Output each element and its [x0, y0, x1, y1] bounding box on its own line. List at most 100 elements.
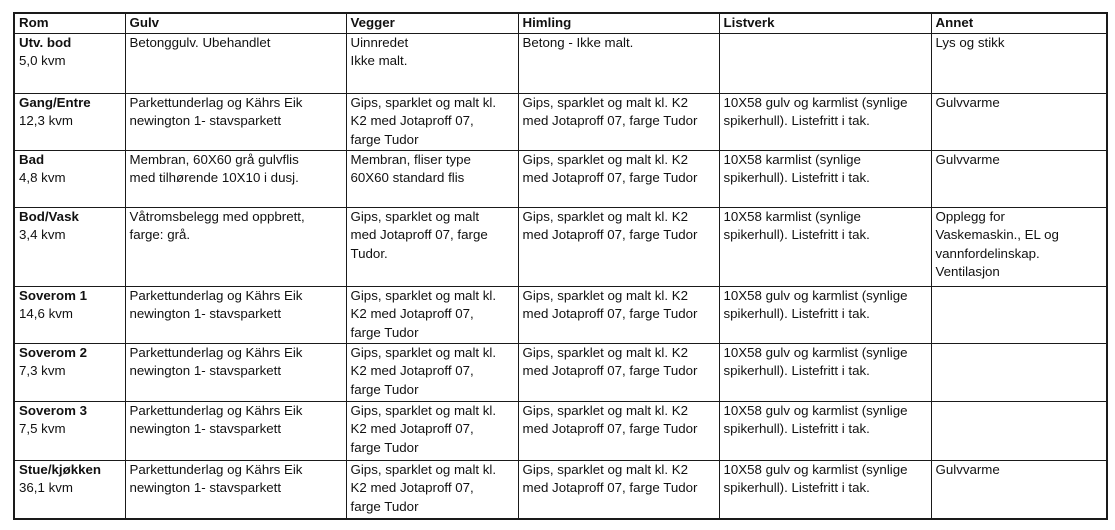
annet-cell: Opplegg for Vaskemaskin., EL og vannford… [930, 206, 1108, 287]
annet-cell [930, 400, 1108, 461]
himling-text: Gips, sparklet og malt kl. K2 med Jotapr… [522, 344, 698, 379]
annet-cell: Gulvvarme [930, 149, 1108, 208]
room-specification-table: Rom Gulv Vegger Himling Listverk Annet U… [13, 12, 1108, 520]
room-name: Soverom 2 [19, 344, 87, 360]
gulv-cell: Membran, 60X60 grå gulvflis med tilhøren… [124, 149, 347, 208]
vegger-text: Gips, sparklet og malt kl. K2 med Jotapr… [350, 94, 497, 147]
listverk-text: 10X58 gulv og karmlist (synlige spikerhu… [723, 94, 908, 129]
table-row: Bod/Vask 3,4 kvm Våtromsbelegg med oppbre… [13, 206, 1108, 287]
himling-cell: Gips, sparklet og malt kl. K2 med Jotapr… [517, 400, 720, 461]
gulv-text: Parkettunderlag og Kährs Eik newington 1… [129, 287, 303, 322]
gulv-cell: Parkettunderlag og Kährs Eik newington 1… [124, 92, 347, 151]
annet-text: Gulvvarme [935, 94, 1000, 110]
vegger-cell: Gips, sparklet og malt med Jotaproff 07,… [345, 206, 519, 287]
room-size: 7,5 kvm [19, 421, 66, 436]
gulv-text: Parkettunderlag og Kährs Eik newington 1… [129, 461, 303, 496]
listverk-text: 10X58 gulv og karmlist (synlige spikerhu… [723, 287, 908, 322]
listverk-cell: 10X58 gulv og karmlist (synlige spikerhu… [718, 459, 932, 519]
room-cell: Bod/Vask 3,4 kvm [13, 206, 126, 287]
room-cell: Gang/Entre 12,3 kvm [13, 92, 126, 151]
gulv-cell: Våtromsbelegg med oppbrett, farge: grå. [124, 206, 347, 287]
room-cell: Soverom 2 7,3 kvm [13, 342, 126, 402]
room-name: Bad [19, 151, 45, 167]
vegger-text: Gips, sparklet og malt kl. K2 med Jotapr… [350, 402, 497, 455]
header-himling: Himling [517, 12, 720, 34]
vegger-text: Gips, sparklet og malt kl. K2 med Jotapr… [350, 461, 497, 514]
himling-cell: Gips, sparklet og malt kl. K2 med Jotapr… [517, 459, 720, 519]
header-vegger: Vegger [345, 12, 519, 34]
vegger-cell: Gips, sparklet og malt kl. K2 med Jotapr… [345, 285, 519, 344]
room-name: Stue/kjøkken [19, 461, 102, 477]
gulv-text: Parkettunderlag og Kährs Eik newington 1… [129, 344, 303, 379]
gulv-cell: Parkettunderlag og Kährs Eik newington 1… [124, 400, 347, 461]
vegger-cell: Uinnredet Ikke malt. [345, 32, 519, 94]
gulv-text: Betonggulv. Ubehandlet [129, 34, 271, 50]
gulv-cell: Betonggulv. Ubehandlet [124, 32, 347, 94]
room-size: 5,0 kvm [19, 53, 66, 68]
listverk-cell: 10X58 karmlist (synlige spikerhull). Lis… [718, 206, 932, 287]
gulv-text: Membran, 60X60 grå gulvflis med tilhøren… [129, 151, 299, 186]
himling-text: Gips, sparklet og malt kl. K2 med Jotapr… [522, 151, 698, 186]
himling-text: Gips, sparklet og malt kl. K2 med Jotapr… [522, 94, 698, 129]
room-size: 7,3 kvm [19, 363, 66, 378]
vegger-text: Membran, fliser type 60X60 standard flis [350, 151, 471, 186]
header-annet: Annet [930, 12, 1108, 34]
annet-cell [930, 342, 1108, 402]
himling-text: Gips, sparklet og malt kl. K2 med Jotapr… [522, 208, 698, 243]
annet-cell: Gulvvarme [930, 92, 1108, 151]
room-name: Utv. bod [19, 34, 72, 50]
room-cell: Bad 4,8 kvm [13, 149, 126, 208]
room-size: 12,3 kvm [19, 113, 73, 128]
annet-text: Opplegg for Vaskemaskin., EL og vannford… [935, 208, 1059, 280]
vegger-cell: Gips, sparklet og malt kl. K2 med Jotapr… [345, 400, 519, 461]
room-size: 4,8 kvm [19, 170, 66, 185]
listverk-cell: 10X58 gulv og karmlist (synlige spikerhu… [718, 400, 932, 461]
gulv-text: Parkettunderlag og Kährs Eik newington 1… [129, 402, 303, 437]
gulv-cell: Parkettunderlag og Kährs Eik newington 1… [124, 459, 347, 519]
annet-text: Gulvvarme [935, 461, 1000, 477]
annet-cell: Gulvvarme [930, 459, 1108, 519]
himling-cell: Betong - Ikke malt. [517, 32, 720, 94]
himling-cell: Gips, sparklet og malt kl. K2 med Jotapr… [517, 285, 720, 344]
gulv-text: Parkettunderlag og Kährs Eik newington 1… [129, 94, 303, 129]
table-row: Gang/Entre 12,3 kvm Parkettunderlag og Kä… [13, 92, 1108, 151]
gulv-cell: Parkettunderlag og Kährs Eik newington 1… [124, 285, 347, 344]
header-row: Rom Gulv Vegger Himling Listverk Annet [13, 12, 1108, 34]
table-row: Bad 4,8 kvm Membran, 60X60 grå gulvflis m… [13, 149, 1108, 208]
himling-cell: Gips, sparklet og malt kl. K2 med Jotapr… [517, 149, 720, 208]
himling-text: Gips, sparklet og malt kl. K2 med Jotapr… [522, 287, 698, 322]
room-size: 3,4 kvm [19, 227, 66, 242]
vegger-text: Gips, sparklet og malt kl. K2 med Jotapr… [350, 287, 497, 340]
vegger-text: Uinnredet Ikke malt. [350, 34, 409, 69]
listverk-cell: 10X58 karmlist (synlige spikerhull). Lis… [718, 149, 932, 208]
himling-text: Gips, sparklet og malt kl. K2 med Jotapr… [522, 402, 698, 437]
vegger-text: Gips, sparklet og malt med Jotaproff 07,… [350, 208, 488, 261]
himling-cell: Gips, sparklet og malt kl. K2 med Jotapr… [517, 342, 720, 402]
room-name: Bod/Vask [19, 208, 79, 224]
gulv-cell: Parkettunderlag og Kährs Eik newington 1… [124, 342, 347, 402]
himling-text: Betong - Ikke malt. [522, 34, 634, 50]
header-rom: Rom [13, 12, 126, 34]
himling-cell: Gips, sparklet og malt kl. K2 med Jotapr… [517, 92, 720, 151]
himling-cell: Gips, sparklet og malt kl. K2 med Jotapr… [517, 206, 720, 287]
room-name: Gang/Entre [19, 94, 91, 110]
vegger-cell: Gips, sparklet og malt kl. K2 med Jotapr… [345, 459, 519, 519]
room-size: 14,6 kvm [19, 306, 73, 321]
vegger-cell: Membran, fliser type 60X60 standard flis [345, 149, 519, 208]
annet-text: Lys og stikk [935, 34, 1005, 50]
vegger-text: Gips, sparklet og malt kl. K2 med Jotapr… [350, 344, 497, 397]
gulv-text: Våtromsbelegg med oppbrett, farge: grå. [129, 208, 305, 243]
room-cell: Utv. bod 5,0 kvm [13, 32, 126, 94]
listverk-text: 10X58 gulv og karmlist (synlige spikerhu… [723, 461, 908, 496]
listverk-text: 10X58 gulv og karmlist (synlige spikerhu… [723, 402, 908, 437]
listverk-text: 10X58 karmlist (synlige spikerhull). Lis… [723, 151, 870, 186]
listverk-cell: 10X58 gulv og karmlist (synlige spikerhu… [718, 92, 932, 151]
himling-text: Gips, sparklet og malt kl. K2 med Jotapr… [522, 461, 698, 496]
annet-cell [930, 285, 1108, 344]
